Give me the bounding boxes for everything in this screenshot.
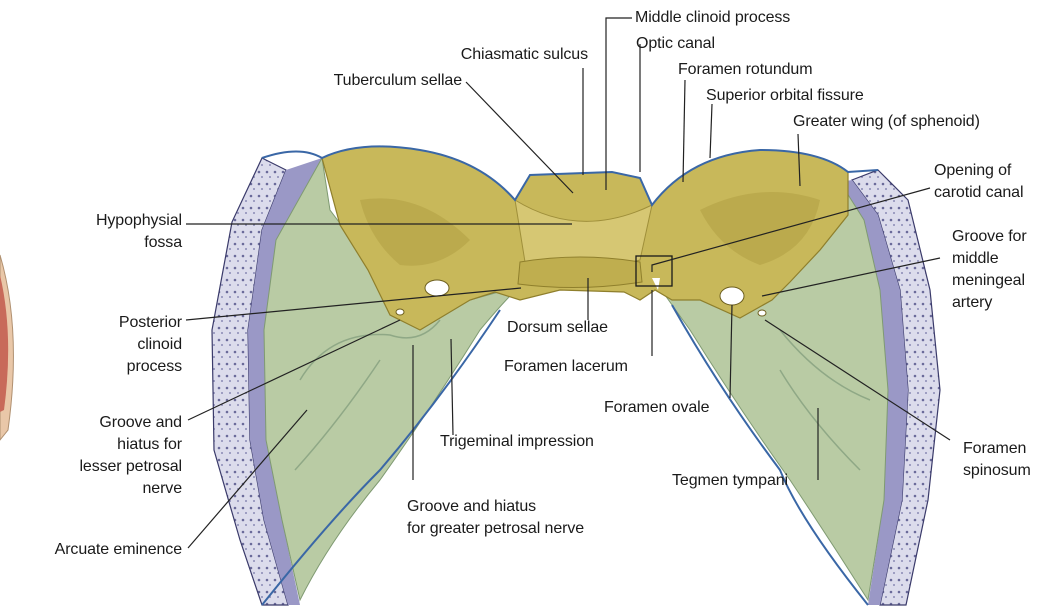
label-chiasmatic-sulcus: Chiasmatic sulcus [420,44,588,66]
label-opening-of-carotid-canal: Opening of carotid canal [934,160,1023,204]
label-groove-and-hiatus-greater: Groove and hiatus for greater petrosal n… [407,496,584,540]
label-foramen-lacerum: Foramen lacerum [504,356,628,378]
label-optic-canal: Optic canal [636,33,715,55]
label-dorsum-sellae: Dorsum sellae [507,317,608,339]
label-foramen-rotundum: Foramen rotundum [678,59,812,81]
label-groove-for-middle-meningeal-artery: Groove for middle meningeal artery [952,226,1027,314]
adjacent-structure-left-edge [0,255,13,440]
label-tegmen-tympani: Tegmen tympani [672,470,788,492]
foramen-ovale-right [720,287,744,305]
label-superior-orbital-fissure: Superior orbital fissure [706,85,864,107]
label-foramen-spinosum: Foramen spinosum [963,438,1031,482]
label-greater-wing: Greater wing (of sphenoid) [793,111,980,133]
label-tuberculum-sellae: Tuberculum sellae [290,70,462,92]
label-foramen-ovale: Foramen ovale [604,397,709,419]
label-trigeminal-impression: Trigeminal impression [440,431,594,453]
label-groove-and-hiatus-lesser: Groove and hiatus for lesser petrosal ne… [20,412,182,500]
foramen-spinosum-right [758,310,766,316]
label-posterior-clinoid-process: Posterior clinoid process [30,312,182,378]
label-middle-clinoid-process: Middle clinoid process [635,7,790,29]
label-arcuate-eminence: Arcuate eminence [0,539,182,561]
foramen-spinosum-left [396,309,404,315]
label-hypophysial-fossa: Hypophysial fossa [30,210,182,254]
foramen-ovale-left [425,280,449,296]
